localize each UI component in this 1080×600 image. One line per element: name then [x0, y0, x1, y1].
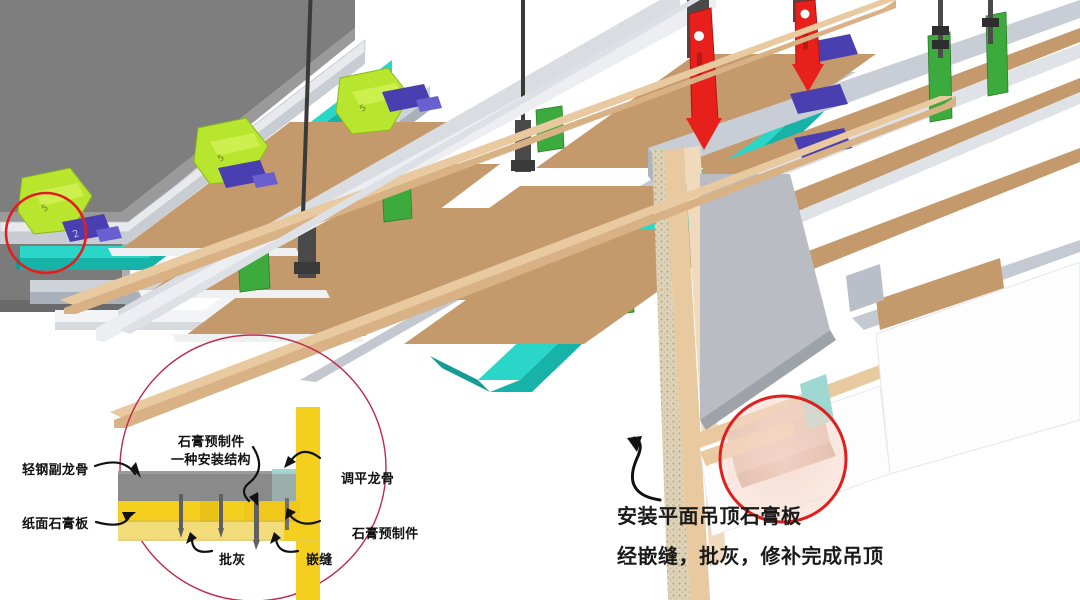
svg-text:5: 5 — [216, 153, 226, 165]
detail-leveling-keel-edge — [272, 469, 302, 474]
svg-text:2: 2 — [71, 228, 81, 241]
cyan-rail-end — [430, 356, 490, 392]
clip-number-labels: 5 5 5 — [40, 103, 368, 215]
detail-circle-outline — [119, 334, 387, 600]
wall-clip-yellowgreen — [335, 67, 411, 135]
detail-secondary-keel — [118, 473, 298, 501]
threaded-rod-group — [932, 0, 999, 58]
soffit-panel — [700, 174, 830, 420]
soffit-plane-right — [875, 261, 1080, 475]
connector-blue — [218, 160, 278, 188]
lower-left-rails — [120, 0, 700, 334]
highlight-circle-right — [718, 394, 848, 524]
caption-line-1: 安装平面吊顶石膏板 — [617, 504, 802, 528]
detail-label-prefab-top-2: 一种安装结构 — [171, 453, 251, 468]
caption-leader-arrow — [627, 436, 662, 502]
detail-arrowheads — [122, 456, 296, 544]
connector-blue — [62, 214, 122, 242]
connector-blue — [382, 84, 442, 112]
detail-label-gypsum-board: 纸面石膏板 — [22, 517, 89, 532]
detail-label-secondary-keel: 轻钢副龙骨 — [22, 463, 89, 478]
anchor-bracket-red — [792, 0, 824, 92]
soffit-panel-edge — [700, 330, 836, 430]
right-wing-assembly — [648, 0, 1080, 272]
detail-label-prefab-right: 石膏预制件 — [352, 527, 419, 542]
connector-blue — [790, 84, 848, 114]
highlight-circle-left — [4, 191, 88, 275]
connector-number-labels: 2 — [71, 228, 81, 241]
detail-screw-group — [178, 494, 289, 550]
far-end-grid — [846, 240, 1080, 330]
detail-label-leveling-keel: 调平龙骨 — [341, 472, 395, 487]
detail-label-joint-seal: 嵌缝 — [306, 553, 333, 568]
detail-callout-section — [93, 334, 387, 600]
detail-label-skim-coat: 批灰 — [219, 553, 246, 568]
caption-line-2: 经嵌缝，批灰，修补完成吊顶 — [617, 544, 884, 568]
detail-label-prefab-top-1: 石膏预制件 — [178, 435, 245, 450]
highlight-circle-group — [4, 191, 848, 524]
connector-blue-group — [62, 84, 442, 242]
svg-text:5: 5 — [40, 203, 50, 215]
svg-text:5: 5 — [358, 103, 368, 115]
